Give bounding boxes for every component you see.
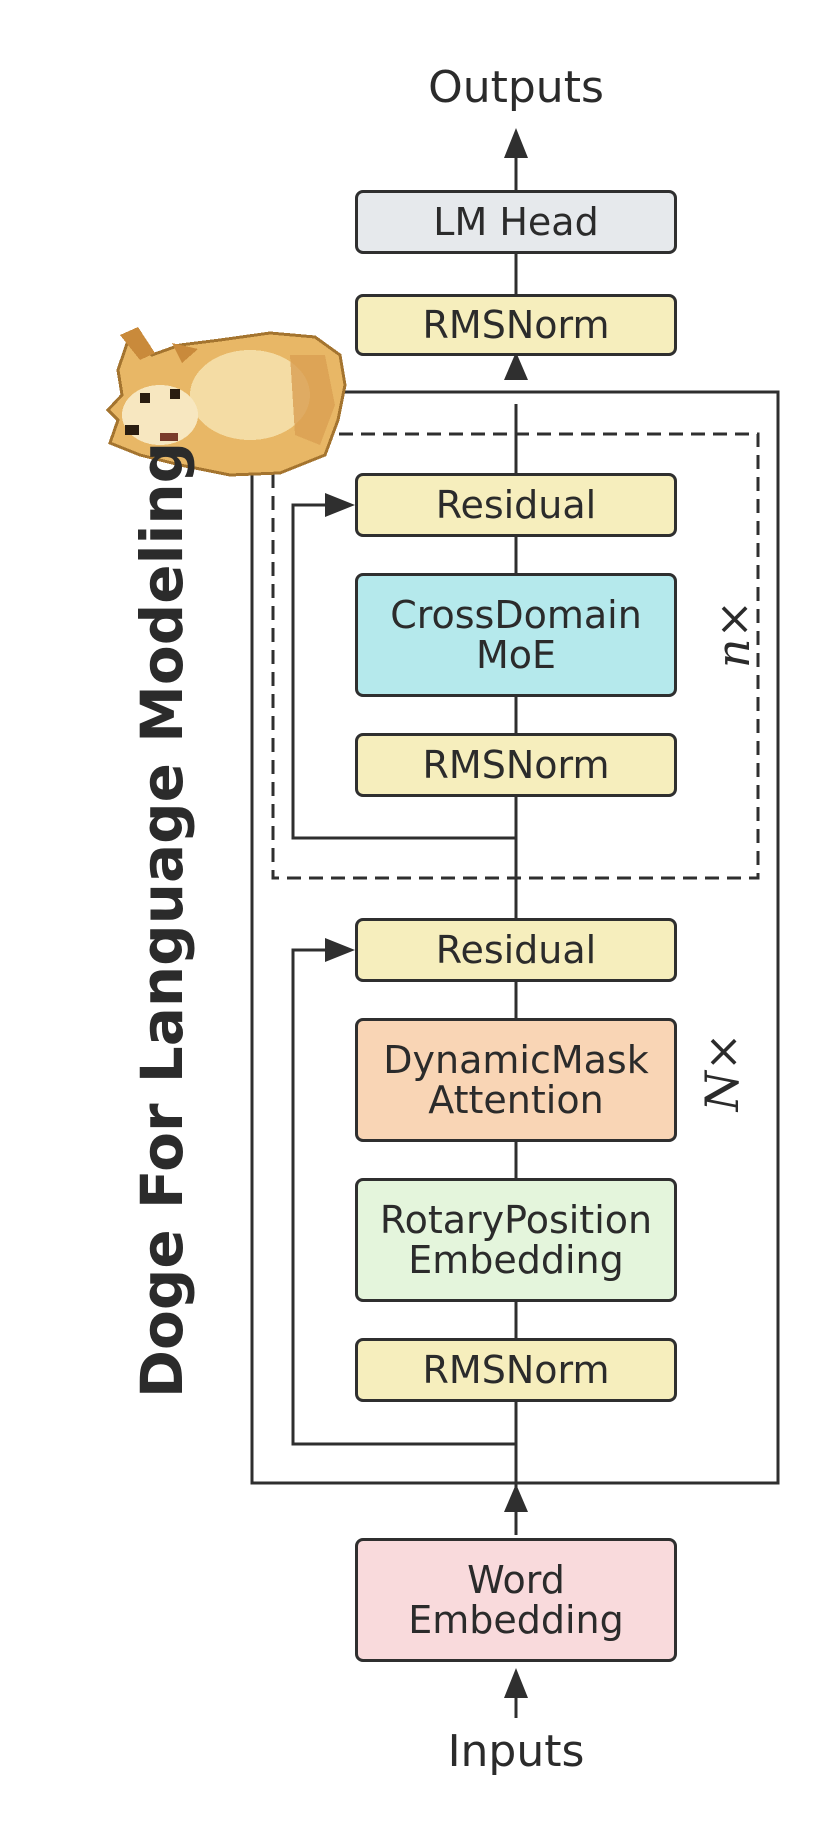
outer-repeat-label: N× xyxy=(695,1032,749,1112)
arrow-input xyxy=(504,1668,528,1698)
word-embedding-block: Word Embedding xyxy=(355,1538,677,1662)
arrow-final-norm xyxy=(504,352,528,380)
doge-icon xyxy=(105,327,347,477)
attention-label-line2: Attention xyxy=(428,1078,604,1122)
attn-rmsnorm-block: RMSNorm xyxy=(355,1338,677,1402)
inputs-label: Inputs xyxy=(447,1726,585,1777)
outputs-label: Outputs xyxy=(428,62,604,113)
inner-moe-box xyxy=(271,432,760,880)
arrow-outputs xyxy=(504,128,528,158)
embedding-label-line2: Embedding xyxy=(408,1598,624,1642)
attn-residual-label: Residual xyxy=(435,928,597,972)
inner-repeat-label: n× xyxy=(706,599,760,669)
attn-residual-path xyxy=(291,948,516,1446)
final-rmsnorm-label: RMSNorm xyxy=(422,303,610,347)
moe-label-line1: CrossDomain xyxy=(390,593,642,637)
moe-residual-block: Residual xyxy=(355,473,677,537)
arrow-moe-residual xyxy=(325,493,355,517)
final-rmsnorm-block: RMSNorm xyxy=(355,294,677,356)
attention-label-line1: DynamicMask xyxy=(383,1038,649,1082)
crossdomain-moe-block: CrossDomain MoE xyxy=(355,573,677,697)
rotary-position-embedding-block: RotaryPosition Embedding xyxy=(355,1178,677,1302)
rope-label-line2: Embedding xyxy=(408,1238,624,1282)
attn-rmsnorm-label: RMSNorm xyxy=(422,1348,610,1392)
diagram-title: Doge For Language Modeling xyxy=(128,441,196,1399)
moe-rmsnorm-block: RMSNorm xyxy=(355,733,677,797)
dynamic-mask-attention-block: DynamicMask Attention xyxy=(355,1018,677,1142)
arrow-attn-residual xyxy=(325,938,355,962)
lm-head-block: LM Head xyxy=(355,190,677,254)
lm-head-label: LM Head xyxy=(433,200,599,244)
arrow-embedding-up xyxy=(504,1484,528,1512)
moe-residual-path xyxy=(291,503,516,840)
moe-rmsnorm-label: RMSNorm xyxy=(422,743,610,787)
embedding-label-line1: Word xyxy=(467,1558,565,1602)
rope-label-line1: RotaryPosition xyxy=(379,1198,653,1242)
attn-residual-block: Residual xyxy=(355,918,677,982)
moe-label-line2: MoE xyxy=(475,633,557,677)
outer-layer-box xyxy=(250,390,780,1485)
moe-residual-label: Residual xyxy=(435,483,597,527)
